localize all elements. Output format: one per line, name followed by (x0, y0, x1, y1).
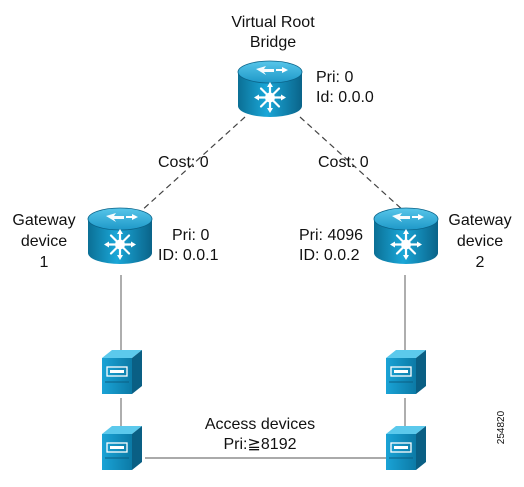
root-bridge-priority: Pri: 0 (316, 69, 354, 86)
right-link-cost: Cost: 0 (318, 154, 369, 171)
gateway2-id: ID: 0.0.2 (299, 247, 360, 264)
access-devices-priority: Pri:≧8192 (223, 436, 297, 453)
gateway1-name-line3: 1 (39, 254, 49, 271)
virtual-root-bridge-icon (236, 59, 304, 119)
gateway1-priority: Pri: 0 (172, 227, 210, 244)
access-device-4-icon (385, 425, 427, 471)
link-root-to-gateway1 (139, 116, 246, 213)
gateway2-name-line2: device (456, 233, 504, 250)
root-bridge-title-line1: Virtual Root (231, 14, 315, 31)
root-bridge-title-line2: Bridge (249, 34, 297, 51)
gateway-device-1-icon (86, 206, 154, 266)
link-root-to-gateway2 (299, 116, 406, 213)
left-link-cost: Cost: 0 (158, 154, 209, 171)
root-bridge-id: Id: 0.0.0 (316, 89, 374, 106)
gateway-device-2-icon (372, 206, 440, 266)
figure-number: 254820 (496, 410, 508, 445)
access-device-2-icon (385, 349, 427, 395)
gateway1-name-line2: device (20, 233, 68, 250)
gateway2-priority: Pri: 4096 (299, 227, 364, 244)
gateway1-id: ID: 0.0.1 (158, 247, 219, 264)
gateway2-name-line1: Gateway (448, 212, 512, 229)
access-device-3-icon (101, 425, 143, 471)
gateway2-name-line3: 2 (475, 254, 485, 271)
access-devices-label: Access devices (204, 416, 316, 433)
access-device-1-icon (101, 349, 143, 395)
gateway1-name-line1: Gateway (12, 212, 76, 229)
